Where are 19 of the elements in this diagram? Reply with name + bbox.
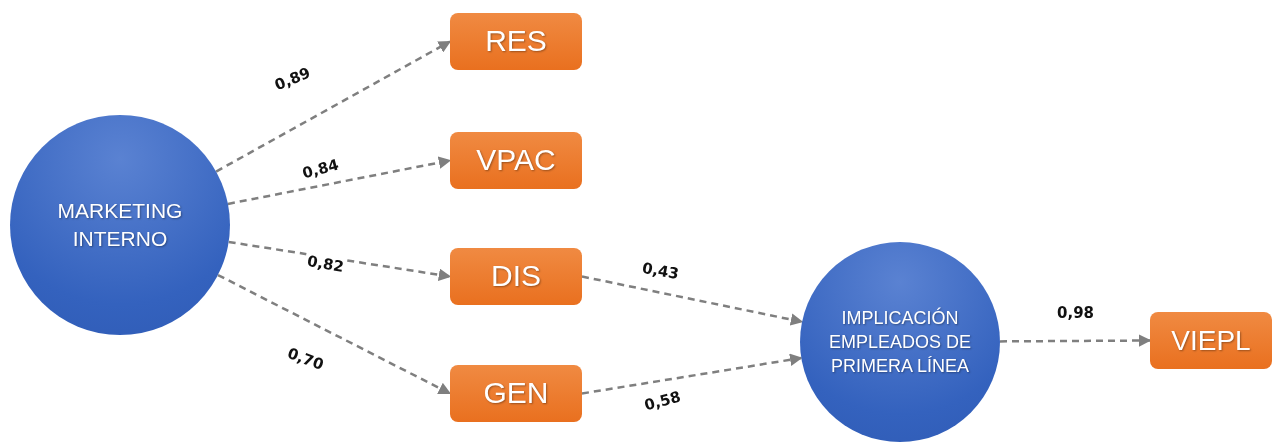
node-label: VPAC bbox=[476, 142, 556, 179]
arrow bbox=[581, 275, 804, 326]
arrow bbox=[217, 273, 452, 395]
edge-label: 0,98 bbox=[1055, 304, 1096, 322]
node-label: MARKETING INTERNO bbox=[56, 197, 184, 252]
node-label: DIS bbox=[491, 258, 541, 295]
indicator-box bbox=[450, 132, 582, 189]
node-label: VIEPL bbox=[1171, 323, 1251, 358]
indicator-box bbox=[450, 13, 582, 70]
node-label: IMPLICACIÓN EMPLEADOS DE PRIMERA LÍNEA bbox=[827, 306, 972, 379]
indicator-box bbox=[1150, 312, 1272, 369]
arrow bbox=[581, 353, 803, 395]
node-label: GEN bbox=[483, 375, 549, 412]
indicator-box bbox=[450, 248, 582, 305]
arrow bbox=[1000, 334, 1152, 347]
node-label: RES bbox=[485, 23, 547, 60]
arrow bbox=[227, 156, 452, 206]
arrow bbox=[215, 40, 452, 173]
indicator-box bbox=[450, 365, 582, 422]
